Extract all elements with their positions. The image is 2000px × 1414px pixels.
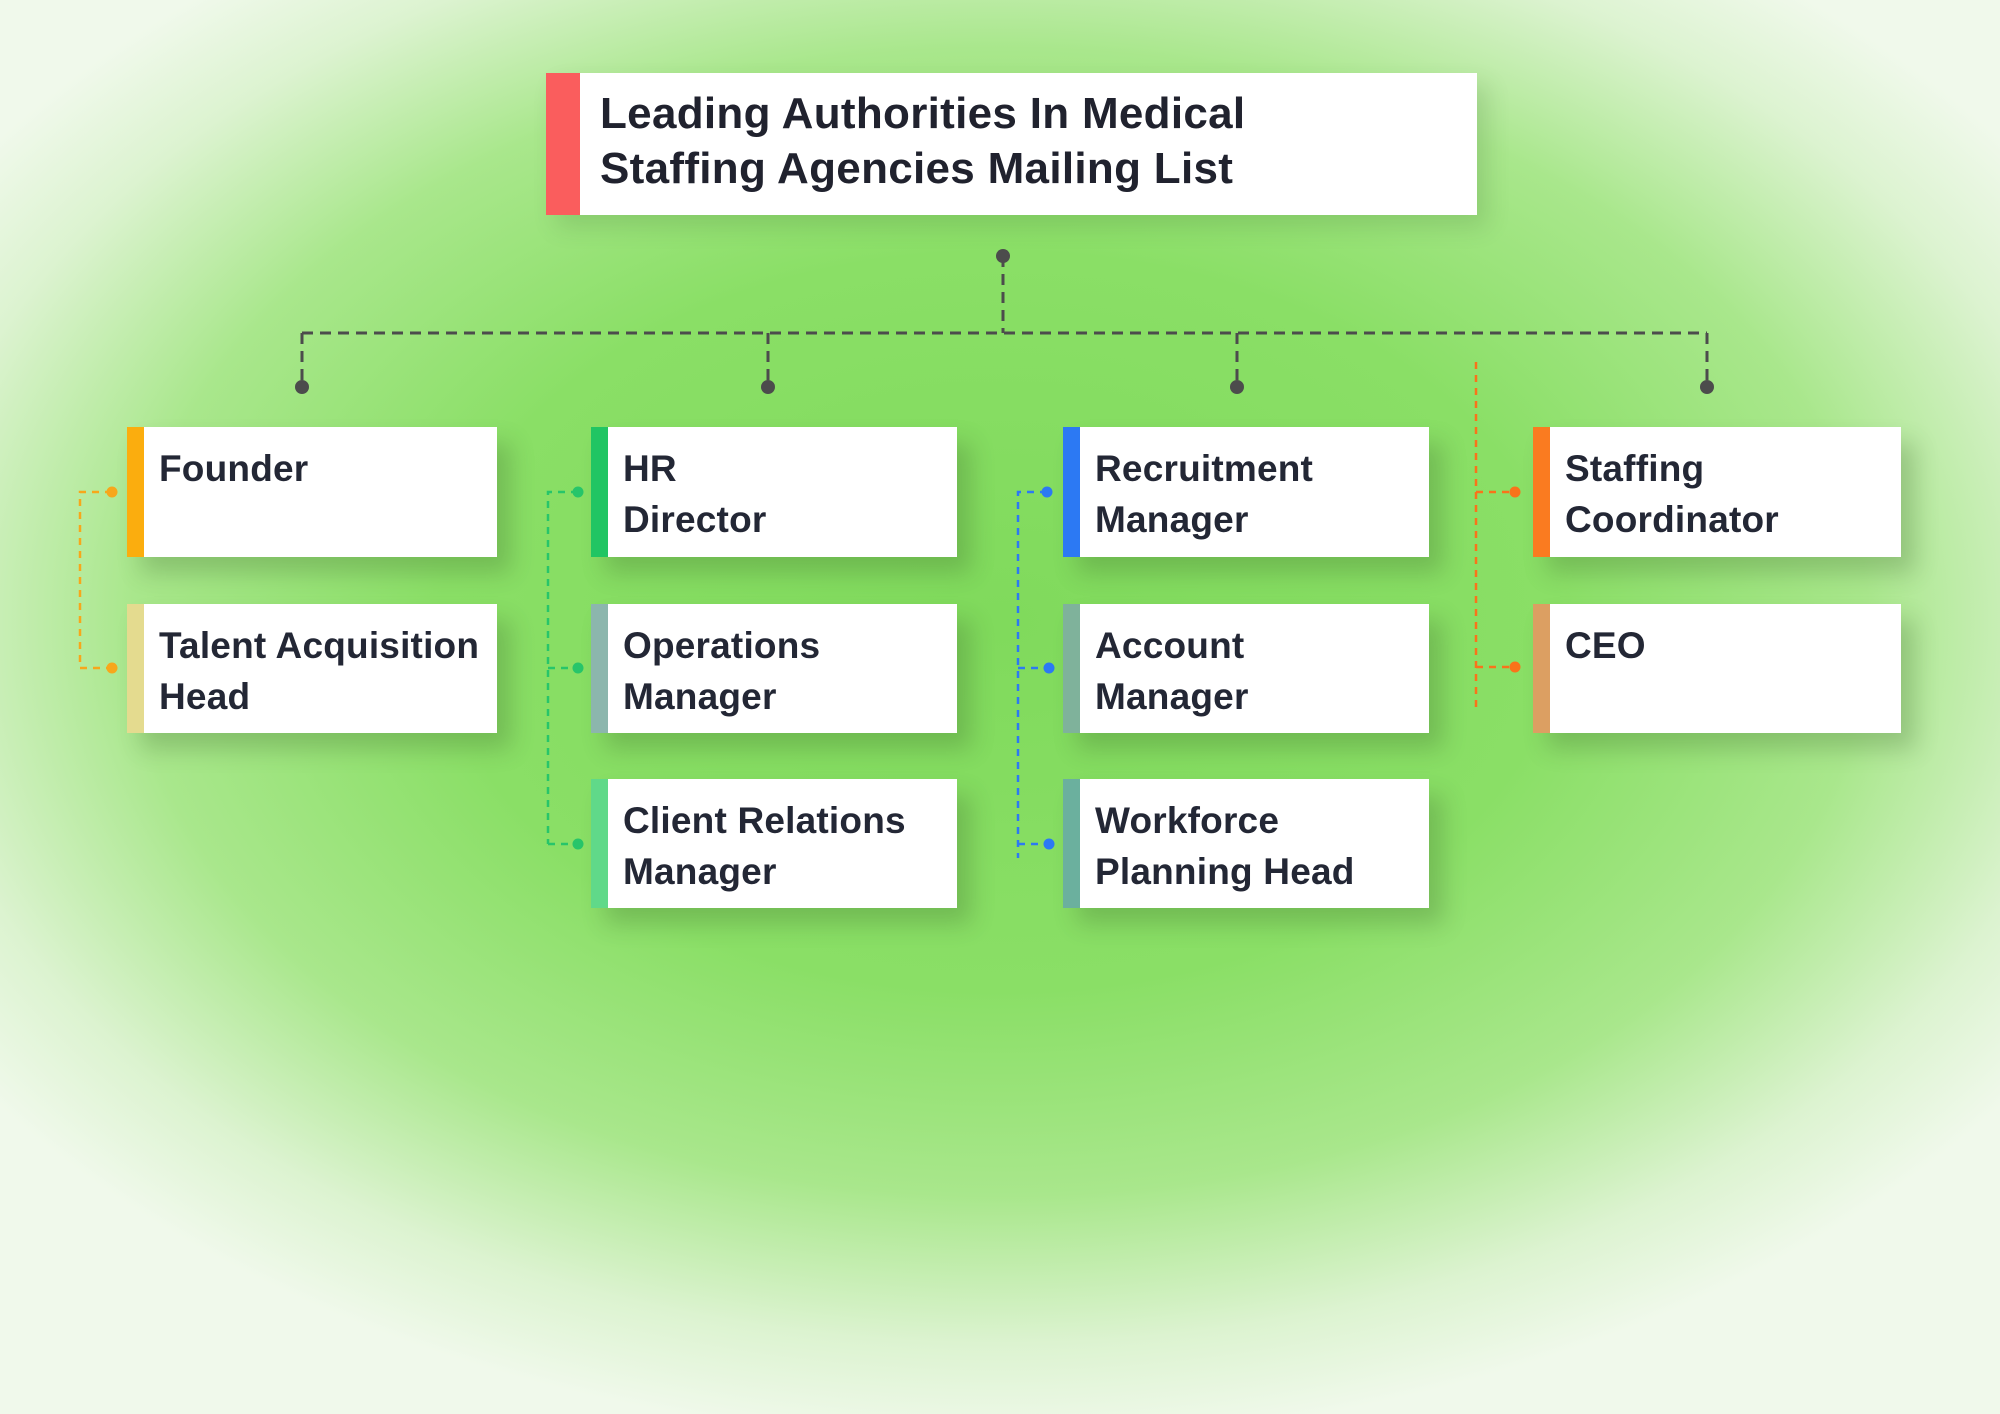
accent-bar: [591, 779, 608, 908]
box-label: Founder: [159, 448, 309, 489]
accent-bar: [1063, 427, 1080, 557]
box-label: Recruitment Manager: [1095, 448, 1314, 541]
org-box-hr-director: HR Director: [591, 427, 957, 557]
box-label: Talent Acquisition Head: [159, 625, 480, 718]
accent-bar: [1063, 779, 1080, 908]
box-label: Client Relations Manager: [623, 800, 906, 893]
box-label: Workforce Planning Head: [1095, 800, 1355, 893]
chart-title: Leading Authorities In Medical Staffing …: [600, 89, 1246, 193]
accent-bar: [1533, 604, 1550, 733]
org-box-account-manager: Account Manager: [1063, 604, 1429, 733]
org-box-recruitment-manager: Recruitment Manager: [1063, 427, 1429, 557]
connector-column-3: [1016, 486, 1055, 858]
org-box-client-relations-manager: Client Relations Manager: [591, 779, 957, 908]
connector-trunk: [295, 249, 1714, 394]
accent-bar: [127, 604, 144, 733]
box-label: Account Manager: [1095, 625, 1249, 718]
chart-title-box: Leading Authorities In Medical Staffing …: [546, 73, 1477, 215]
org-box-talent-acquisition-head: Talent Acquisition Head: [127, 604, 497, 733]
org-box-founder: Founder: [127, 427, 497, 557]
accent-bar: [591, 427, 608, 557]
box-label: Staffing Coordinator: [1565, 448, 1779, 541]
org-box-staffing-coordinator: Staffing Coordinator: [1533, 427, 1901, 557]
org-box-operations-manager: Operations Manager: [591, 604, 957, 733]
connector-column-4: [1474, 362, 1521, 713]
connector-column-2: [546, 486, 584, 850]
accent-bar: [127, 427, 144, 557]
title-accent-bar: [546, 73, 580, 215]
box-label: HR Director: [623, 448, 767, 541]
connector-column-1: [78, 486, 118, 674]
box-label: Operations Manager: [623, 625, 821, 718]
accent-bar: [1063, 604, 1080, 733]
box-label: CEO: [1565, 625, 1646, 666]
accent-bar: [591, 604, 608, 733]
org-box-ceo: CEO: [1533, 604, 1901, 733]
accent-bar: [1533, 427, 1550, 557]
org-box-workforce-planning-head: Workforce Planning Head: [1063, 779, 1429, 908]
